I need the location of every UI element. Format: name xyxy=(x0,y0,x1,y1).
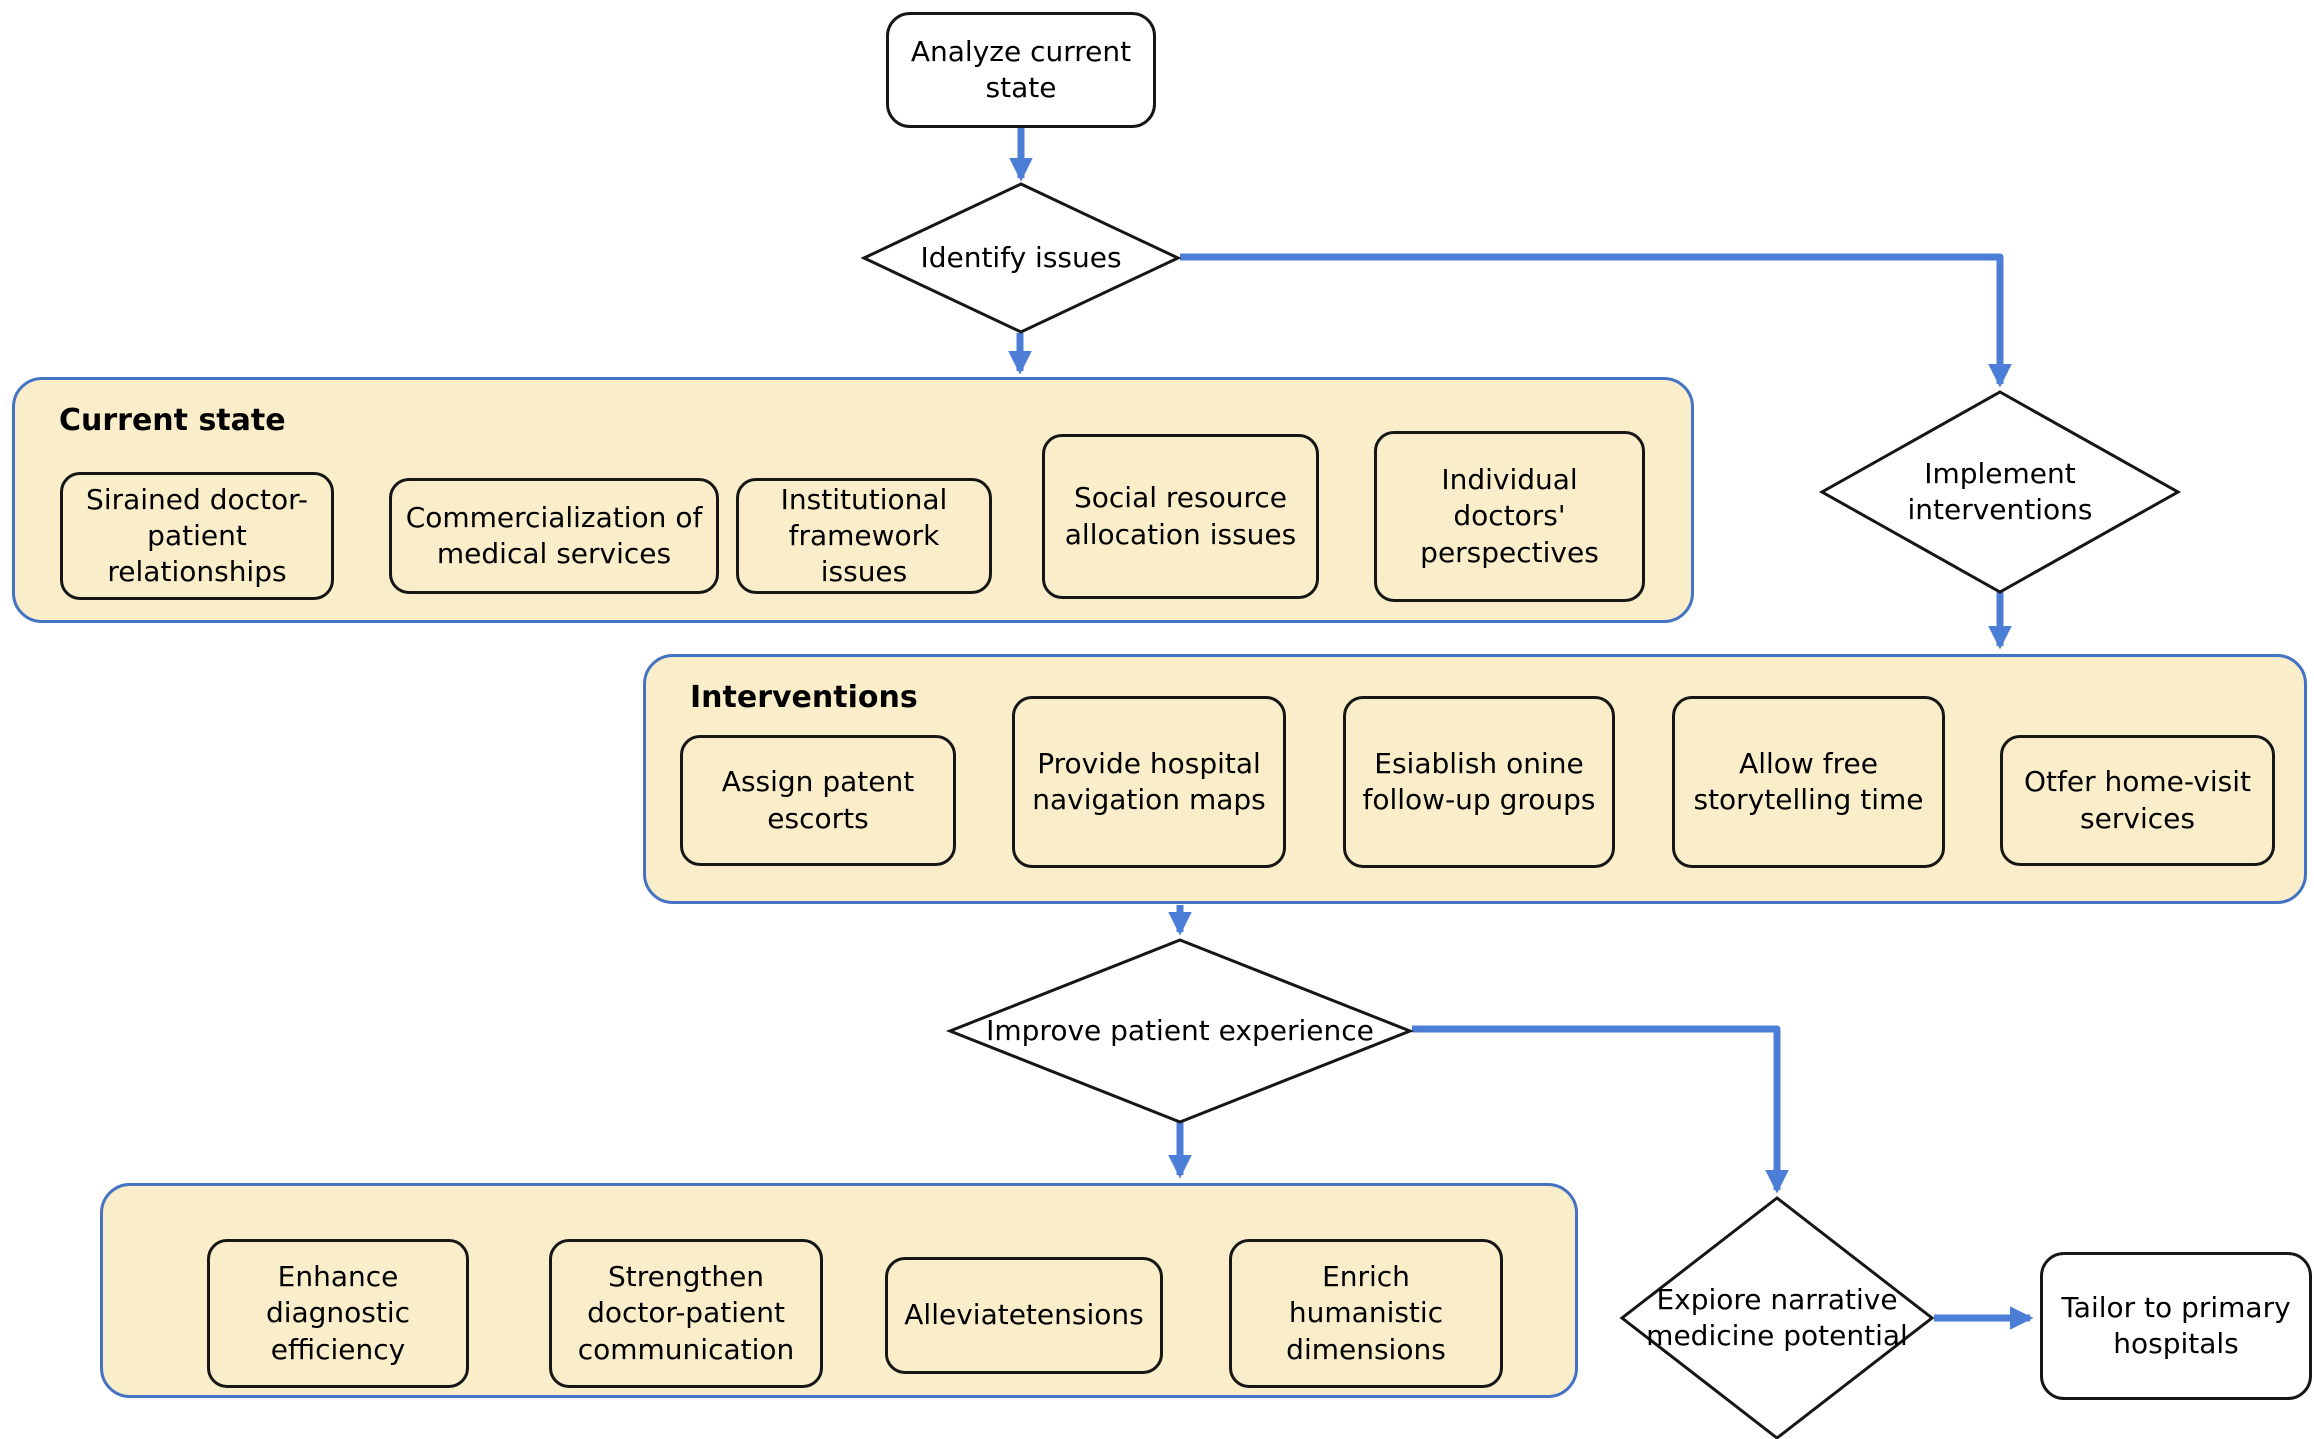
decision-label: Improve patient experience xyxy=(986,1013,1374,1047)
item-label: Enrich humanistic dimensions xyxy=(1286,1260,1446,1366)
item-humanistic-dimensions: Enrich humanistic dimensions xyxy=(1229,1239,1503,1388)
item-doctor-patient-communication: Strengthen doctor-patient communication xyxy=(549,1239,823,1388)
diamond-shape xyxy=(1822,392,2178,592)
item-label: Alleviatetensions xyxy=(904,1298,1144,1332)
arrow-improve-to-explore xyxy=(1412,1025,1789,1194)
item-individual-doctors: Individual doctors' perspectives xyxy=(1374,431,1645,602)
item-label: Commercialization of medical services xyxy=(405,500,703,570)
item-alleviate-tensions: Alleviatetensions xyxy=(885,1257,1163,1374)
item-label: Esiablish onine follow-up groups xyxy=(1362,746,1596,816)
node-label: Analyze current state xyxy=(910,34,1132,104)
group-outcomes: Enhance diagnostic efficiency Strengthen… xyxy=(100,1183,1578,1398)
decision-improve-patient-experience: Improve patient experience xyxy=(950,940,1410,1122)
item-assign-escorts: Assign patent escorts xyxy=(680,735,956,866)
arrow-identify-to-implement xyxy=(1180,253,2012,388)
item-label: Sirained doctor-patient relationships xyxy=(86,482,308,589)
node-label: Tailor to primary hospitals xyxy=(2061,1290,2291,1360)
group-interventions: Interventions Assign patent escorts Prov… xyxy=(643,654,2307,904)
item-label: Institutional framework issues xyxy=(780,482,948,589)
item-label: Individual doctors' perspectives xyxy=(1420,463,1599,569)
item-navigation-maps: Provide hospital navigation maps xyxy=(1012,696,1286,868)
item-label: Assign patent escorts xyxy=(721,765,915,835)
group-title: Interventions xyxy=(690,680,918,715)
item-commercialization: Commercialization of medical services xyxy=(389,478,719,594)
diamond-shape xyxy=(864,184,1178,332)
item-social-resource: Social resource allocation issues xyxy=(1042,434,1319,599)
decision-label: Implement interventions xyxy=(1907,456,2093,526)
item-label: Provide hospital navigation maps xyxy=(1032,746,1266,816)
decision-label: Expiore narrative medicine potential xyxy=(1646,1282,1908,1352)
item-storytelling-time: Allow free storytelling time xyxy=(1672,696,1945,868)
decision-identify-issues: Identify issues xyxy=(864,184,1178,332)
diamond-shape xyxy=(1622,1198,1932,1438)
item-diagnostic-efficiency: Enhance diagnostic efficiency xyxy=(207,1239,469,1388)
item-home-visit: Otfer home-visit services xyxy=(2000,735,2275,866)
item-institutional-framework: Institutional framework issues xyxy=(736,478,992,594)
decision-explore-narrative-medicine: Expiore narrative medicine potential xyxy=(1622,1198,1932,1438)
group-current-state: Current state Sirained doctor-patient re… xyxy=(12,377,1694,623)
item-label: Otfer home-visit services xyxy=(2024,765,2251,835)
decision-implement-interventions: Implement interventions xyxy=(1822,392,2178,592)
item-strained-relationships: Sirained doctor-patient relationships xyxy=(60,472,334,600)
item-label: Enhance diagnostic efficiency xyxy=(265,1260,411,1366)
item-label: Allow free storytelling time xyxy=(1693,746,1924,816)
decision-label: Identify issues xyxy=(920,240,1122,274)
group-title: Current state xyxy=(59,403,286,438)
diamond-shape xyxy=(950,940,1410,1122)
node-tailor-to-primary-hospitals: Tailor to primary hospitals xyxy=(2040,1252,2312,1400)
node-analyze-current-state: Analyze current state xyxy=(886,12,1156,128)
item-online-followup: Esiablish onine follow-up groups xyxy=(1343,696,1615,868)
item-label: Strengthen doctor-patient communication xyxy=(577,1260,795,1366)
item-label: Social resource allocation issues xyxy=(1064,481,1297,551)
